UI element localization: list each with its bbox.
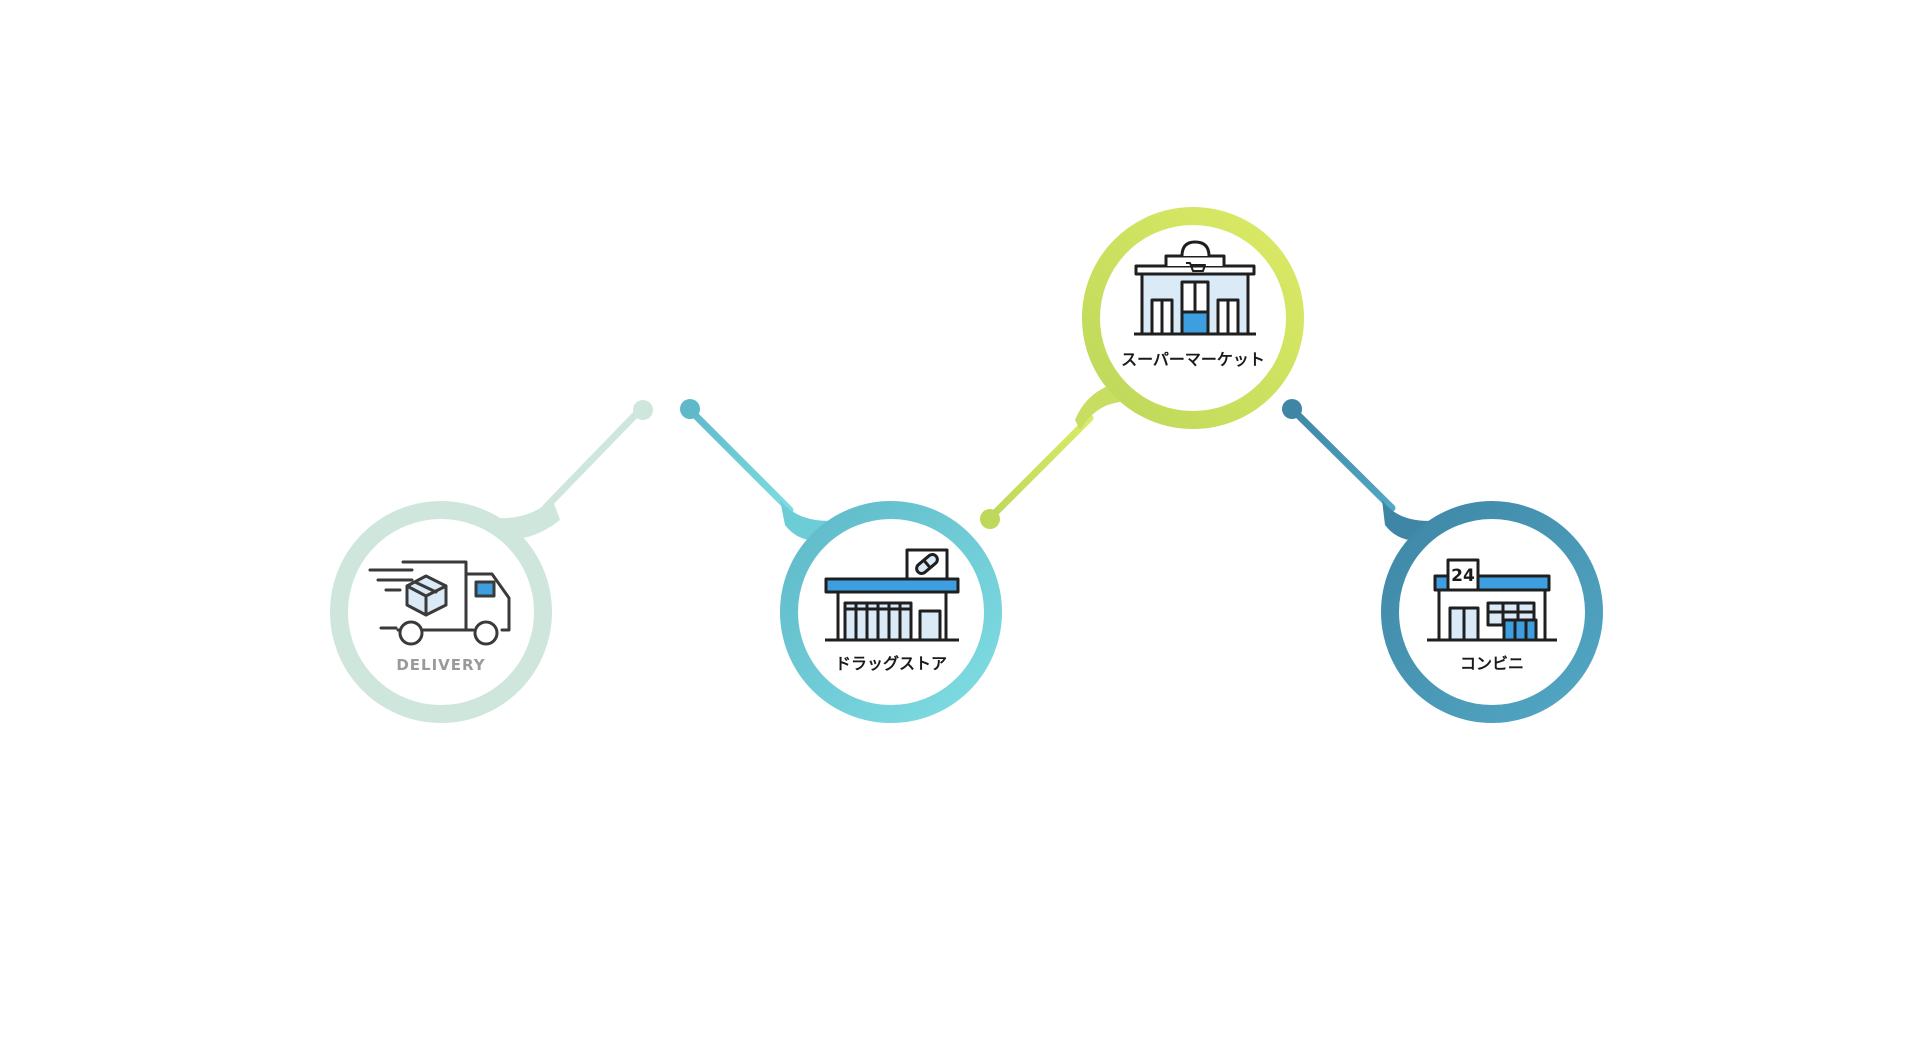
connector-supermarket [980,385,1120,529]
node-label-delivery: DELIVERY [396,656,485,674]
delivery-truck-icon [368,560,511,646]
node-konbini: 24 コンビニ [1282,399,1603,723]
node-delivery: DELIVERY [330,400,653,723]
connector-drugstore [680,399,840,541]
store-24-badge: 24 [1451,566,1475,586]
node-ring-delivery [330,501,552,723]
node-drugstore: ドラッグストア [680,399,1002,723]
node-label-konbini: コンビニ [1460,654,1524,673]
drugstore-building-icon [824,548,960,642]
supermarket-building-icon [1134,240,1256,336]
node-supermarket: スーパーマーケット [980,207,1304,529]
convenience-store-building-icon [1427,558,1557,642]
node-label-supermarket: スーパーマーケット [1121,350,1265,369]
connector-delivery [495,400,653,540]
connector-konbini [1282,399,1440,541]
node-label-drugstore: ドラッグストア [835,654,947,673]
